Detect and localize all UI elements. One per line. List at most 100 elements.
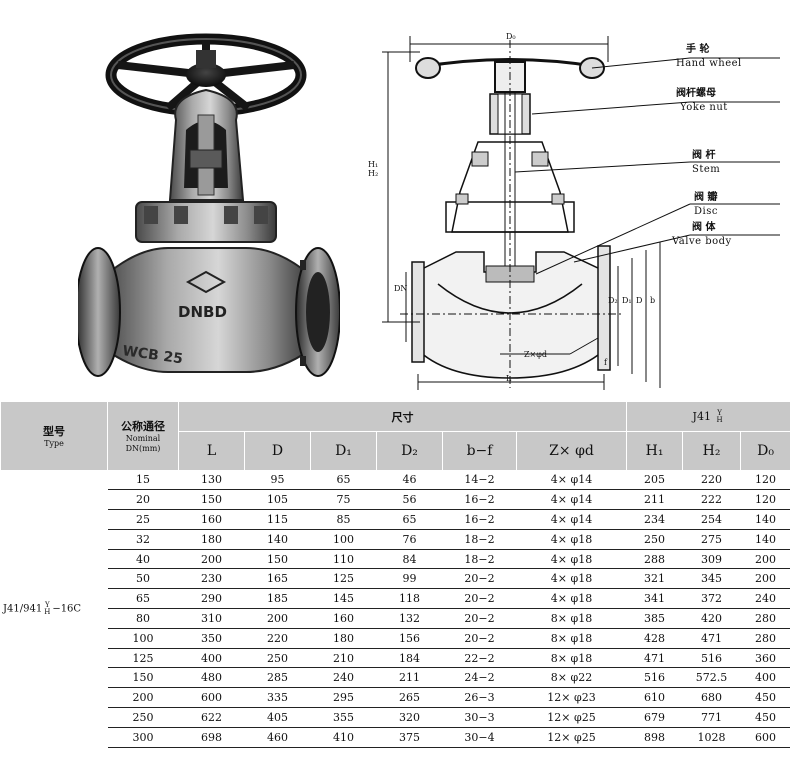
label-hand-wheel-cn: 手 轮 <box>686 44 710 55</box>
header-type-cn: 型号 <box>43 424 65 438</box>
dim-l: L <box>506 374 512 383</box>
table-cell: 211 <box>376 667 443 689</box>
dim-z-phi-d: Z×φd <box>524 350 547 359</box>
table-cell: 4× φ14 <box>515 470 628 491</box>
table-cell: 20 <box>107 489 179 511</box>
table-cell: 25 <box>107 509 179 530</box>
table-cell: 16−2 <box>442 489 517 511</box>
table-cell: 679 <box>626 707 684 728</box>
table-cell: 240 <box>310 667 377 689</box>
table-cell: 110 <box>310 549 377 570</box>
table-cell: 8× φ18 <box>515 648 628 669</box>
dim-f: f <box>604 358 607 367</box>
table-cell: 250 <box>244 648 311 669</box>
table-cell: 4× φ14 <box>515 509 628 530</box>
table-cell: 118 <box>376 588 443 610</box>
table-cell: 115 <box>244 509 311 530</box>
table-cell: 160 <box>178 509 245 530</box>
table-cell: 150 <box>244 549 311 570</box>
table-cell: 4× φ18 <box>515 588 628 610</box>
table-cell: 230 <box>178 568 245 590</box>
table-cell: 50 <box>107 568 179 590</box>
table-cell: 275 <box>682 529 742 550</box>
table-cell: 420 <box>682 608 742 629</box>
table-cell: 345 <box>682 568 742 590</box>
header-size: 尺寸 <box>177 402 628 432</box>
table-cell: 600 <box>178 687 245 709</box>
table-cell: 335 <box>244 687 311 709</box>
table-cell: 12× φ25 <box>515 707 628 728</box>
table-cell: 156 <box>376 628 443 649</box>
table-cell: 95 <box>244 470 311 491</box>
table-cell: 132 <box>376 608 443 629</box>
header-j41-text: J41 <box>692 409 711 423</box>
table-cell: 375 <box>376 727 443 748</box>
table-cell: 290 <box>178 588 245 610</box>
dim-d1: D₁ <box>622 296 632 305</box>
table-cell: 80 <box>107 608 179 629</box>
table-cell: 280 <box>740 628 790 649</box>
table-cell: 4× φ18 <box>515 549 628 570</box>
table-cell: 8× φ18 <box>515 608 628 629</box>
col-b-f: b−f <box>442 431 517 470</box>
table-cell: 471 <box>626 648 684 669</box>
table-cell: 65 <box>107 588 179 610</box>
yoke-photo <box>168 88 245 201</box>
table-cell: 150 <box>107 667 179 689</box>
valve-photo: DNBD WCB 25 <box>78 33 340 377</box>
table-cell: 200 <box>107 687 179 709</box>
dim-dn: DN <box>394 284 408 293</box>
table-cell: 309 <box>682 549 742 570</box>
col-l: L <box>178 431 245 470</box>
table-cell: 1028 <box>682 727 742 748</box>
table-cell: 310 <box>178 608 245 629</box>
table-cell: 460 <box>244 727 311 748</box>
header-size-text: 尺寸 <box>391 410 414 424</box>
dim-d0: D₀ <box>506 32 516 41</box>
table-cell: 56 <box>376 489 443 511</box>
label-disc-cn: 阀 瓣 <box>694 192 718 203</box>
table-cell: 355 <box>310 707 377 728</box>
table-cell: 516 <box>626 667 684 689</box>
table-cell: 165 <box>244 568 311 590</box>
table-cell: 180 <box>310 628 377 649</box>
table-cell: 321 <box>626 568 684 590</box>
table-cell: 220 <box>244 628 311 649</box>
table-cell: 205 <box>626 470 684 491</box>
table-cell: 20−2 <box>442 568 517 590</box>
table-cell: 16−2 <box>442 509 517 530</box>
table-cell: 180 <box>178 529 245 550</box>
table-cell: 15 <box>107 470 179 491</box>
table-cell: 75 <box>310 489 377 511</box>
col-d2: D₂ <box>376 431 443 470</box>
table-cell: 65 <box>376 509 443 530</box>
table-cell: 428 <box>626 628 684 649</box>
table-cell: 295 <box>310 687 377 709</box>
table-cell: 200 <box>178 549 245 570</box>
table-cell: 18−2 <box>442 549 517 570</box>
table-cell: 372 <box>682 588 742 610</box>
table-cell: 410 <box>310 727 377 748</box>
table-cell: 200 <box>244 608 311 629</box>
table-cell: 32 <box>107 529 179 550</box>
table-cell: 150 <box>178 489 245 511</box>
table-cell: 450 <box>740 707 790 728</box>
table-cell: 288 <box>626 549 684 570</box>
table-cell: 385 <box>626 608 684 629</box>
table-cell: 20−2 <box>442 608 517 629</box>
table-cell: 30−3 <box>442 707 517 728</box>
label-yoke-nut-en: Yoke nut <box>680 102 728 113</box>
table-cell: 280 <box>740 608 790 629</box>
header-dn-en2: DN(mm) <box>125 443 161 453</box>
table-cell: 130 <box>178 470 245 491</box>
